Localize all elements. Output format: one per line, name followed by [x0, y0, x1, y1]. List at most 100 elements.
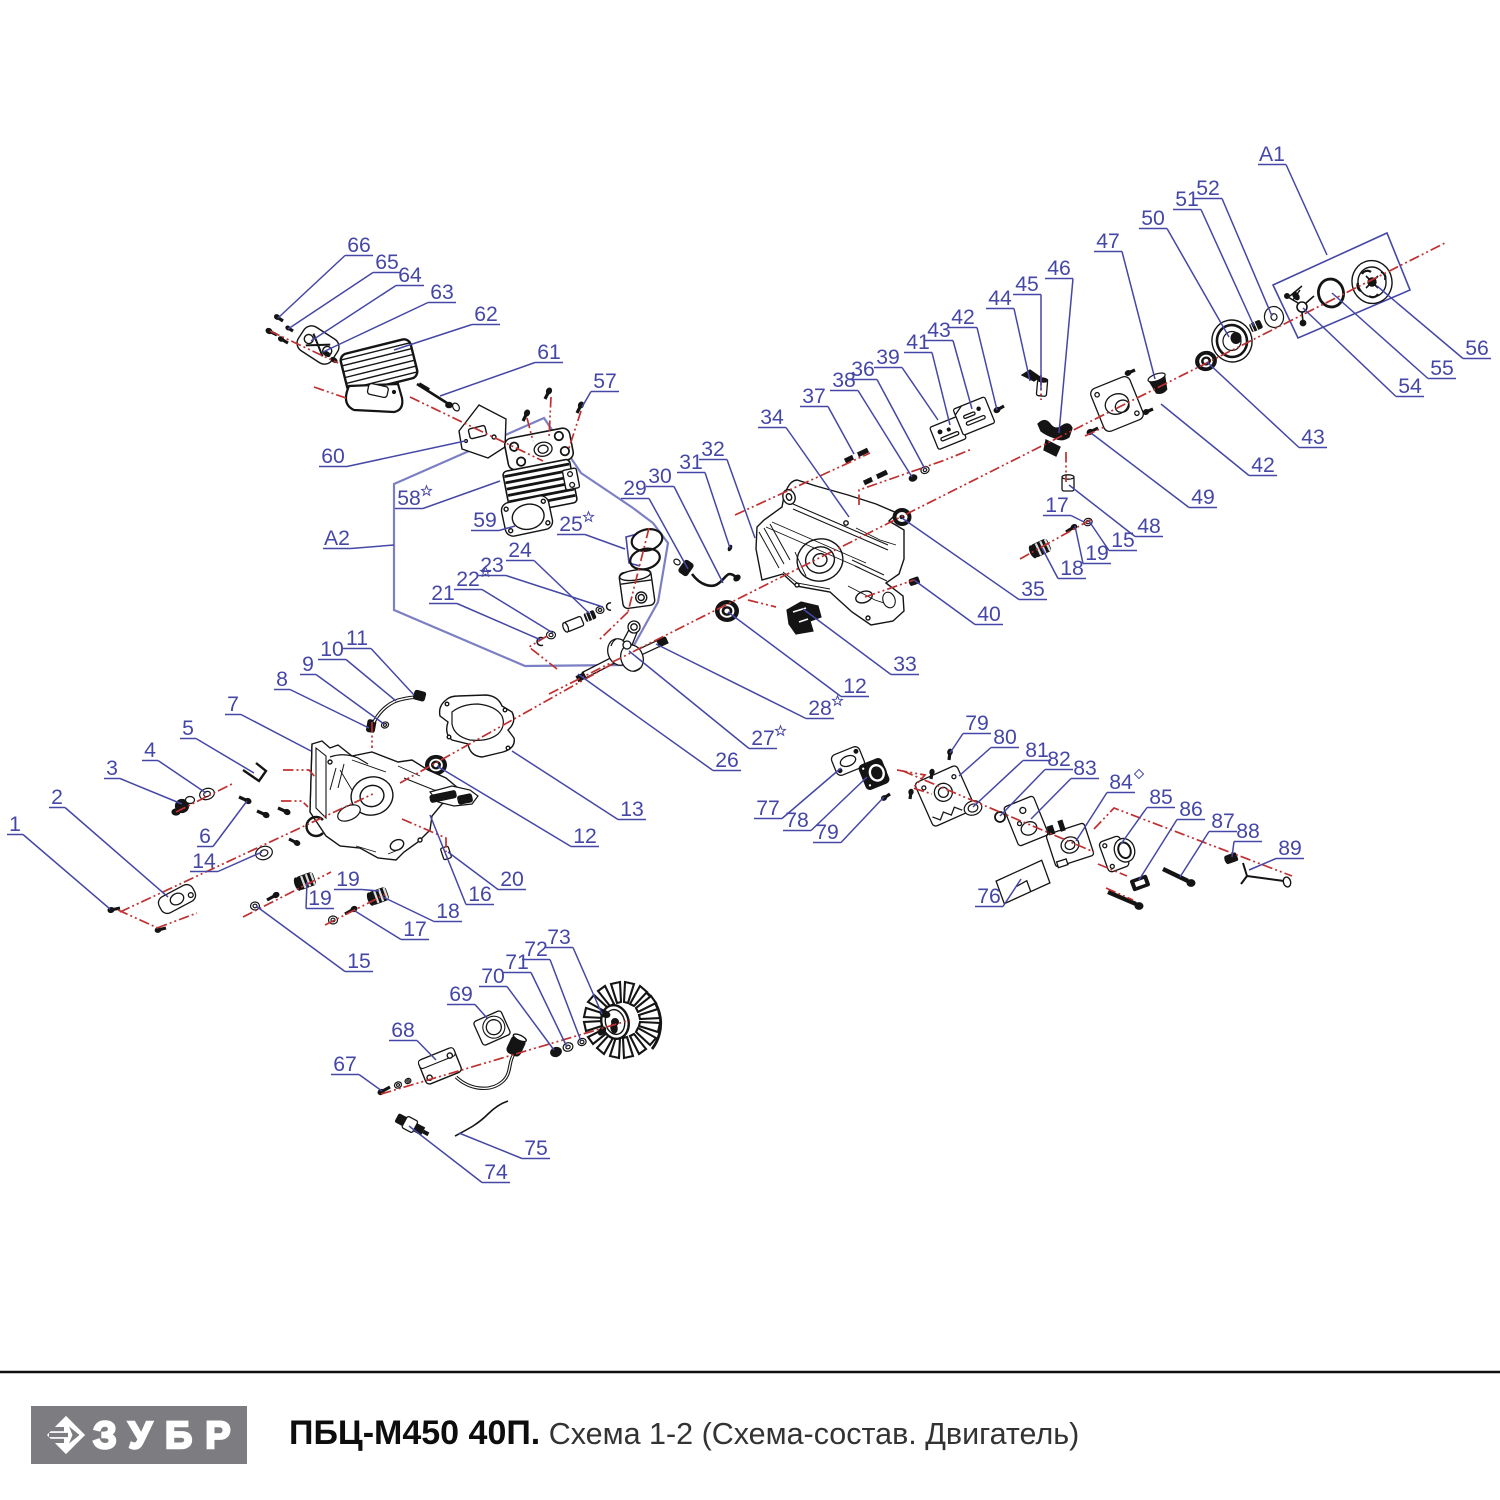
svg-text:86: 86	[1179, 798, 1203, 821]
svg-text:10: 10	[320, 638, 344, 661]
svg-text:43: 43	[927, 319, 951, 342]
svg-text:80: 80	[993, 726, 1017, 749]
svg-text:35: 35	[1021, 578, 1045, 601]
svg-text:7: 7	[227, 693, 239, 716]
svg-text:36: 36	[851, 358, 875, 381]
svg-text:15: 15	[1111, 529, 1135, 552]
svg-text:ЗУБР: ЗУБР	[93, 1415, 244, 1457]
svg-text:44: 44	[988, 287, 1012, 310]
svg-text:12: 12	[843, 675, 867, 698]
svg-text:ПБЦ-М450 40П. Схема 1-2 (Схема: ПБЦ-М450 40П. Схема 1-2 (Схема-состав. Д…	[289, 1414, 1079, 1452]
svg-text:20: 20	[500, 868, 524, 891]
svg-text:64: 64	[398, 264, 422, 287]
svg-text:62: 62	[474, 303, 498, 326]
svg-text:48: 48	[1137, 515, 1161, 538]
svg-text:39: 39	[876, 346, 900, 369]
svg-text:51: 51	[1175, 188, 1199, 211]
svg-text:82: 82	[1047, 748, 1071, 771]
svg-text:41: 41	[906, 331, 930, 354]
svg-text:56: 56	[1465, 337, 1489, 360]
svg-text:12: 12	[573, 825, 597, 848]
svg-text:84: 84	[1109, 771, 1133, 794]
svg-text:63: 63	[430, 281, 454, 304]
svg-text:69: 69	[449, 983, 473, 1006]
svg-text:11: 11	[346, 627, 368, 650]
svg-text:79: 79	[815, 821, 839, 844]
svg-text:16: 16	[468, 883, 492, 906]
svg-text:17: 17	[1045, 494, 1069, 517]
svg-text:81: 81	[1025, 739, 1049, 762]
svg-text:78: 78	[785, 809, 809, 832]
svg-text:30: 30	[648, 465, 672, 488]
svg-text:19: 19	[1085, 542, 1109, 565]
svg-text:A1: A1	[1259, 143, 1285, 166]
svg-text:33: 33	[893, 653, 917, 676]
svg-text:71: 71	[505, 951, 529, 974]
svg-text:14: 14	[192, 850, 216, 873]
svg-text:72: 72	[524, 938, 548, 961]
svg-text:32: 32	[701, 438, 725, 461]
svg-text:19: 19	[336, 868, 360, 891]
svg-text:18: 18	[1060, 557, 1084, 580]
svg-text:31: 31	[679, 451, 703, 474]
svg-text:5: 5	[182, 717, 194, 740]
svg-text:3: 3	[106, 757, 118, 780]
svg-text:88: 88	[1236, 820, 1260, 843]
svg-text:65: 65	[375, 251, 399, 274]
svg-text:A2: A2	[324, 527, 350, 550]
svg-text:60: 60	[321, 445, 345, 468]
svg-text:29: 29	[623, 477, 647, 500]
svg-text:9: 9	[302, 653, 314, 676]
svg-text:87: 87	[1211, 810, 1235, 833]
svg-text:75: 75	[524, 1137, 548, 1160]
svg-text:21: 21	[431, 582, 455, 605]
svg-text:77: 77	[756, 797, 780, 820]
svg-text:34: 34	[760, 406, 784, 429]
svg-text:55: 55	[1430, 357, 1454, 380]
svg-text:46: 46	[1047, 257, 1071, 280]
svg-text:13: 13	[620, 798, 644, 821]
svg-text:15: 15	[347, 950, 371, 973]
svg-text:4: 4	[144, 739, 156, 762]
svg-text:42: 42	[1251, 454, 1275, 477]
svg-text:1: 1	[9, 813, 21, 836]
svg-text:27: 27	[751, 727, 775, 750]
svg-text:40: 40	[977, 603, 1001, 626]
svg-text:37: 37	[802, 385, 826, 408]
svg-text:26: 26	[715, 749, 739, 772]
svg-text:57: 57	[593, 370, 617, 393]
svg-text:73: 73	[547, 926, 571, 949]
svg-text:23: 23	[480, 554, 504, 577]
svg-text:79: 79	[965, 712, 989, 735]
svg-text:61: 61	[537, 341, 561, 364]
svg-text:85: 85	[1149, 786, 1173, 809]
svg-text:24: 24	[508, 539, 532, 562]
svg-text:74: 74	[484, 1161, 508, 1184]
svg-text:67: 67	[333, 1053, 357, 1076]
svg-text:8: 8	[276, 668, 288, 691]
svg-text:58: 58	[397, 487, 421, 510]
svg-text:66: 66	[347, 234, 371, 257]
svg-text:68: 68	[391, 1019, 415, 1042]
svg-text:43: 43	[1301, 426, 1325, 449]
svg-text:25: 25	[559, 513, 583, 536]
svg-text:18: 18	[436, 900, 460, 923]
svg-text:83: 83	[1073, 757, 1097, 780]
svg-text:17: 17	[403, 918, 427, 941]
svg-text:6: 6	[199, 825, 211, 848]
svg-text:38: 38	[832, 369, 856, 392]
svg-text:70: 70	[481, 965, 505, 988]
svg-text:49: 49	[1191, 486, 1215, 509]
svg-text:42: 42	[951, 306, 975, 329]
svg-text:50: 50	[1141, 207, 1165, 230]
svg-text:47: 47	[1096, 230, 1120, 253]
svg-text:54: 54	[1398, 375, 1422, 398]
svg-text:76: 76	[977, 885, 1001, 908]
svg-text:19: 19	[308, 887, 332, 910]
svg-text:45: 45	[1015, 273, 1039, 296]
svg-text:52: 52	[1196, 177, 1220, 200]
svg-text:2: 2	[51, 786, 63, 809]
svg-text:22: 22	[456, 568, 480, 591]
svg-text:89: 89	[1278, 837, 1302, 860]
svg-text:28: 28	[808, 697, 832, 720]
